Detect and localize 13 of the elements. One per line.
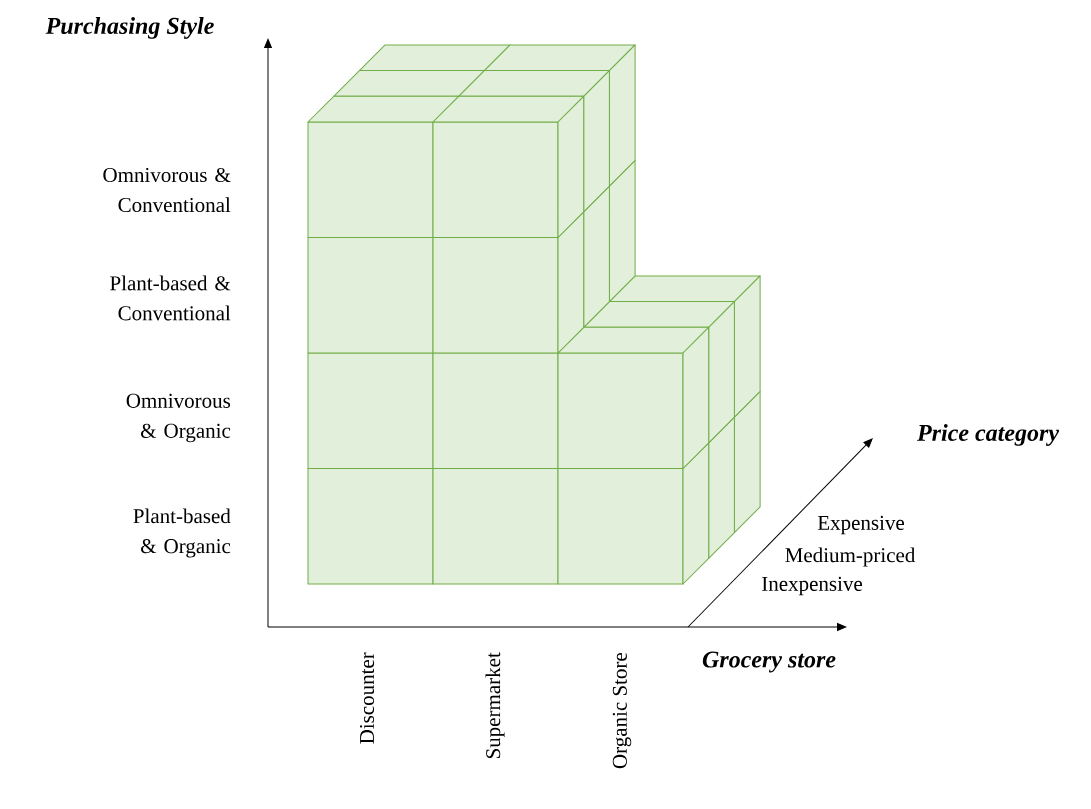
tick-label: Organic Store bbox=[612, 652, 632, 769]
tick-label: Plant-based & Organic bbox=[133, 508, 231, 558]
tick-label: Omnivorous & Conventional bbox=[103, 167, 231, 213]
tick-label: Medium-priced bbox=[785, 547, 916, 567]
tick-label: Supermarket bbox=[485, 652, 505, 759]
tick-label: Discounter bbox=[359, 652, 375, 744]
tick-label: Expensive bbox=[817, 515, 905, 535]
axis-title: Grocery store bbox=[702, 651, 836, 673]
tick-label: Omnivorous & Organic bbox=[126, 393, 231, 443]
tick-label: Plant-based & Conventional bbox=[110, 275, 231, 321]
axis-title: Purchasing Style bbox=[45, 17, 214, 39]
axis-title: Price category bbox=[917, 424, 1060, 446]
tick-label: Inexpensive bbox=[762, 576, 862, 596]
